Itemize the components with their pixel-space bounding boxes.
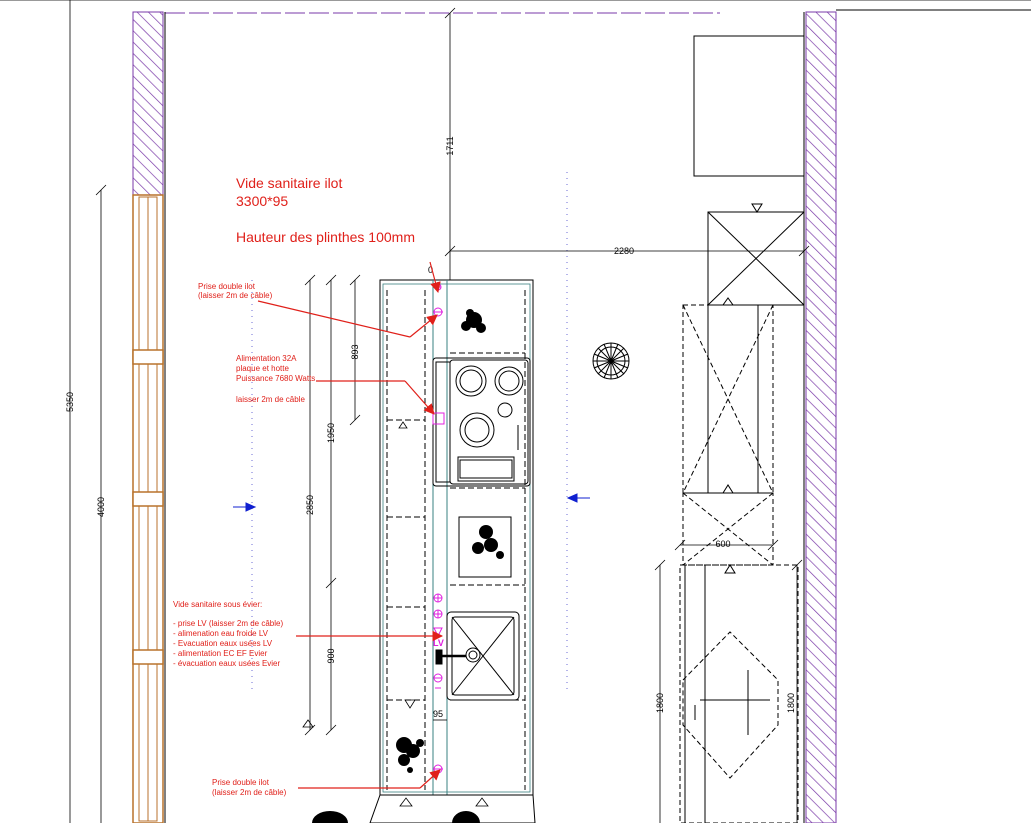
door-markers xyxy=(302,421,489,807)
dim-4000: 4000 xyxy=(96,497,106,517)
dim-600: 600 xyxy=(715,539,730,549)
evier-line5: - alimentation EC EF Evier xyxy=(173,649,268,658)
dim-900: 900 xyxy=(326,648,336,663)
alimentation-line2: plaque et hotte xyxy=(236,364,289,373)
prise-double-bottom-line1: Prise double ilot xyxy=(212,778,270,787)
vide-sanitaire-ilot-size: 3300*95 xyxy=(236,193,288,209)
alimentation-line3: Puissance 7680 Watts xyxy=(236,374,315,383)
vide-sanitaire-ilot-title: Vide sanitaire ilot xyxy=(236,175,342,191)
evier-line1: Vide sanitaire sous évier: xyxy=(173,600,262,609)
lv-label: LV xyxy=(433,638,444,648)
prise-double-top-line1: Prise double ilot xyxy=(198,282,256,291)
dim-893: 893 xyxy=(350,344,360,359)
dim-2850: 2850 xyxy=(305,495,315,515)
evier-line2: - prise LV (laisser 2m de câble) xyxy=(173,619,283,628)
dim-95: 95 xyxy=(433,709,443,719)
hauteur-plinthes-label: Hauteur des plinthes 100mm xyxy=(236,229,415,245)
evier-line4: - Evacuation eaux usées LV xyxy=(173,639,273,648)
dim-5350: 5350 xyxy=(65,392,75,412)
prise-double-bottom-line2: (laisser 2m de câble) xyxy=(212,788,287,797)
electrical-symbols xyxy=(432,283,445,774)
evier-line3: - alimenation eau froide LV xyxy=(173,629,269,638)
dim-1711: 1711 xyxy=(445,136,455,155)
tall-cabinet-right xyxy=(679,203,805,823)
left-wall xyxy=(132,11,164,196)
dim-1950: 1950 xyxy=(326,423,336,443)
axis-lines xyxy=(251,172,568,690)
kitchen-island xyxy=(369,279,536,823)
dim-2280: 2280 xyxy=(614,246,634,256)
top-frame xyxy=(0,0,1031,14)
dim-0: 0 xyxy=(428,265,433,275)
right-wall xyxy=(805,11,837,823)
fridge-block xyxy=(693,35,805,177)
sink xyxy=(435,611,520,701)
annotation-leaders xyxy=(257,261,444,789)
alimentation-line1: Alimentation 32A xyxy=(236,354,297,363)
evier-line6: - évacuation eaux usées Evier xyxy=(173,659,281,668)
round-vent-icon xyxy=(592,342,630,380)
dim-1800-left: 1800 xyxy=(655,693,665,713)
plant-decor-icon xyxy=(312,309,512,823)
section-markers xyxy=(233,493,590,512)
dim-1800-right: 1800 xyxy=(786,693,796,713)
dimension-lines xyxy=(69,0,810,823)
window-wood-panel xyxy=(132,194,164,823)
prise-double-top-line2: (laisser 2m de câble) xyxy=(198,291,273,300)
alimentation-line4: laisser 2m de câble xyxy=(236,395,305,404)
cooktop xyxy=(432,357,531,487)
